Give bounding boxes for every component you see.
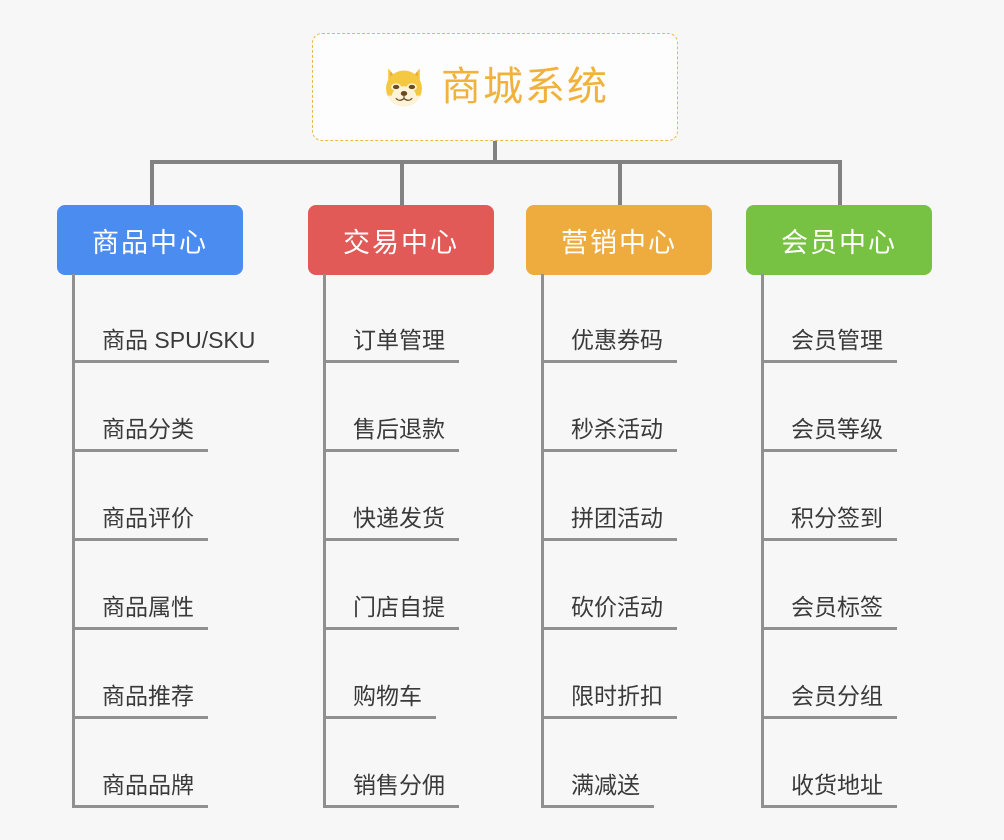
leaf-label: 快递发货 <box>353 504 445 531</box>
category-card-商品中心[interactable]: 商品中心 <box>57 205 243 275</box>
leaf-label: 会员分组 <box>791 682 883 709</box>
category-label: 会员中心 <box>781 227 897 258</box>
leaf-label: 限时折扣 <box>571 682 663 709</box>
leaf-label: 收货地址 <box>791 771 883 798</box>
leaf-label: 商品属性 <box>102 593 194 620</box>
leaf-item[interactable]: 购物车 <box>323 630 436 719</box>
leaf-label: 售后退款 <box>353 415 445 442</box>
leaf-item[interactable]: 会员等级 <box>761 363 897 452</box>
leaf-label: 拼团活动 <box>571 504 663 531</box>
leaf-label: 满减送 <box>571 771 640 798</box>
leaf-item[interactable]: 秒杀活动 <box>541 363 677 452</box>
leaf-label: 秒杀活动 <box>571 415 663 442</box>
leaf-item[interactable]: 门店自提 <box>323 541 459 630</box>
category-bus-line <box>150 160 842 164</box>
leaf-label: 门店自提 <box>353 593 445 620</box>
leaf-label: 商品分类 <box>102 415 194 442</box>
leaf-item[interactable]: 会员管理 <box>761 274 897 363</box>
leaf-item[interactable]: 会员标签 <box>761 541 897 630</box>
root-title: 商城系统 <box>441 65 609 109</box>
root-node[interactable]: 商城系统 <box>312 33 678 141</box>
leaf-label: 商品推荐 <box>102 682 194 709</box>
leaf-item[interactable]: 售后退款 <box>323 363 459 452</box>
leaf-label: 销售分佣 <box>353 771 445 798</box>
branch-trunk <box>72 274 75 808</box>
leaf-item[interactable]: 订单管理 <box>323 274 459 363</box>
leaf-label: 会员标签 <box>791 593 883 620</box>
category-label: 商品中心 <box>92 227 208 258</box>
leaf-label: 砍价活动 <box>571 593 663 620</box>
branch-trunk <box>541 274 544 808</box>
shiba-dog-icon <box>386 68 422 107</box>
leaf-item[interactable]: 商品分类 <box>72 363 208 452</box>
branch-trunk <box>323 274 326 808</box>
leaf-label: 优惠券码 <box>571 326 663 353</box>
leaf-label: 积分签到 <box>791 504 883 531</box>
leaf-item[interactable]: 限时折扣 <box>541 630 677 719</box>
category-drop-line-2 <box>400 160 404 205</box>
category-drop-line-4 <box>838 160 842 205</box>
leaf-item[interactable]: 满减送 <box>541 719 654 808</box>
leaf-item[interactable]: 商品评价 <box>72 452 208 541</box>
leaf-item[interactable]: 砍价活动 <box>541 541 677 630</box>
leaf-label: 会员等级 <box>791 415 883 442</box>
category-card-会员中心[interactable]: 会员中心 <box>746 205 932 275</box>
branch-trunk <box>761 274 764 808</box>
leaf-label: 商品评价 <box>102 504 194 531</box>
leaf-label: 购物车 <box>353 682 422 709</box>
category-card-交易中心[interactable]: 交易中心 <box>308 205 494 275</box>
leaf-label: 商品 SPU/SKU <box>102 326 256 353</box>
leaf-item[interactable]: 优惠券码 <box>541 274 677 363</box>
leaf-label: 会员管理 <box>791 326 883 353</box>
leaf-item[interactable]: 快递发货 <box>323 452 459 541</box>
leaf-item[interactable]: 商品 SPU/SKU <box>72 274 270 363</box>
leaf-item[interactable]: 商品推荐 <box>72 630 208 719</box>
leaf-item[interactable]: 收货地址 <box>761 719 897 808</box>
leaf-item[interactable]: 会员分组 <box>761 630 897 719</box>
category-label: 交易中心 <box>343 227 459 258</box>
category-label: 营销中心 <box>561 227 677 258</box>
category-drop-line-3 <box>618 160 622 205</box>
root-stem-line <box>493 141 497 164</box>
category-card-营销中心[interactable]: 营销中心 <box>526 205 712 275</box>
category-drop-line-1 <box>150 160 154 205</box>
leaf-label: 商品品牌 <box>102 771 194 798</box>
leaf-item[interactable]: 积分签到 <box>761 452 897 541</box>
leaf-item[interactable]: 商品属性 <box>72 541 208 630</box>
leaf-item[interactable]: 销售分佣 <box>323 719 459 808</box>
leaf-item[interactable]: 商品品牌 <box>72 719 208 808</box>
leaf-label: 订单管理 <box>353 326 445 353</box>
leaf-item[interactable]: 拼团活动 <box>541 452 677 541</box>
